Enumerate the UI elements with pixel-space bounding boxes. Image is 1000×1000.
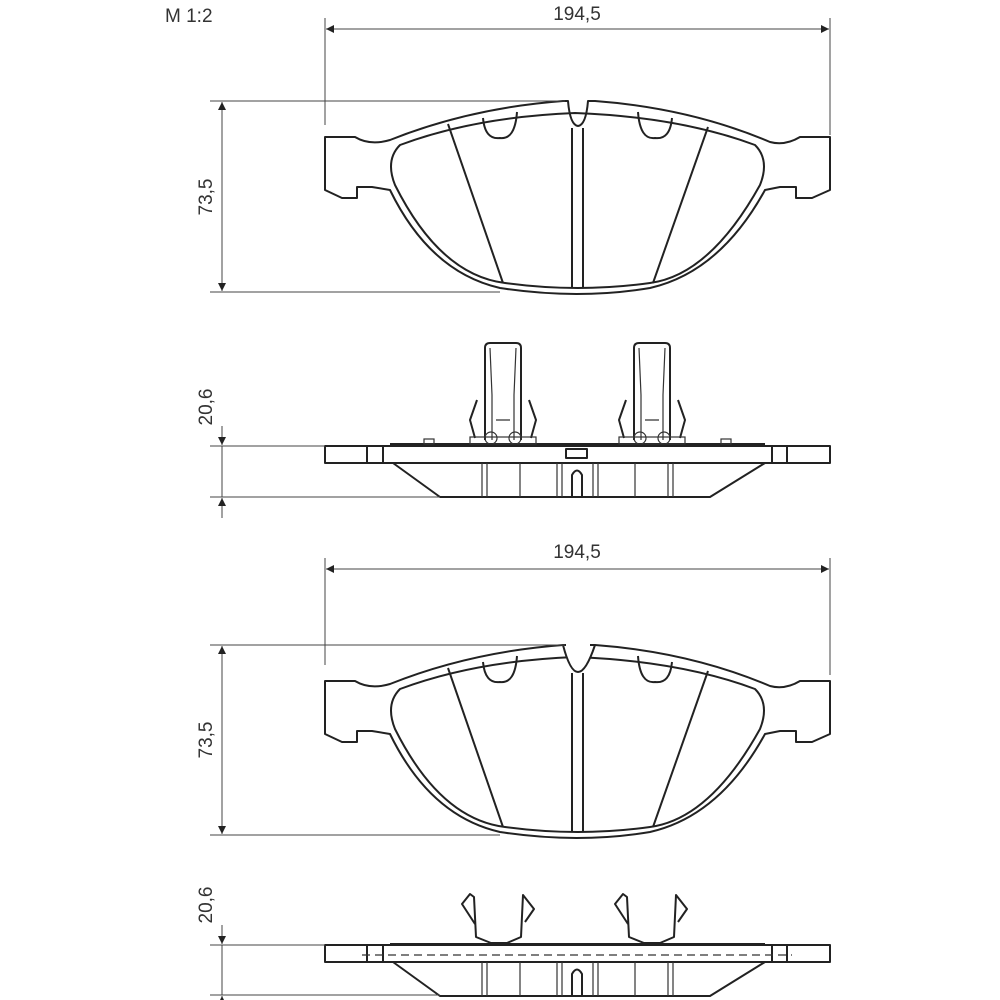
thickness-dimension-1: 20,6 [196, 389, 440, 518]
pad-front-view-1 [324, 100, 831, 295]
height-dimension-2: 73,5 [196, 644, 565, 836]
pad-side-view-2 [324, 893, 831, 997]
width-label: 194,5 [553, 4, 601, 25]
clip-left [469, 342, 537, 445]
thickness-label: 20,6 [196, 389, 217, 426]
height-label: 73,5 [196, 722, 217, 759]
clip-left [461, 893, 535, 944]
height-dimension-1: 73,5 [196, 100, 565, 293]
thickness-label: 20,6 [196, 887, 217, 924]
width-label: 194,5 [553, 542, 601, 563]
pad-front-view-2 [324, 643, 831, 839]
width-dimension-2: 194,5 [324, 542, 831, 675]
width-dimension-1: 194,5 [324, 4, 831, 135]
scale-label: M 1:2 [165, 6, 213, 27]
clip-right [614, 893, 688, 944]
height-label: 73,5 [196, 179, 217, 216]
clip-right [618, 342, 686, 445]
pad-side-view-1 [324, 342, 831, 498]
thickness-dimension-2: 20,6 [196, 887, 440, 1000]
